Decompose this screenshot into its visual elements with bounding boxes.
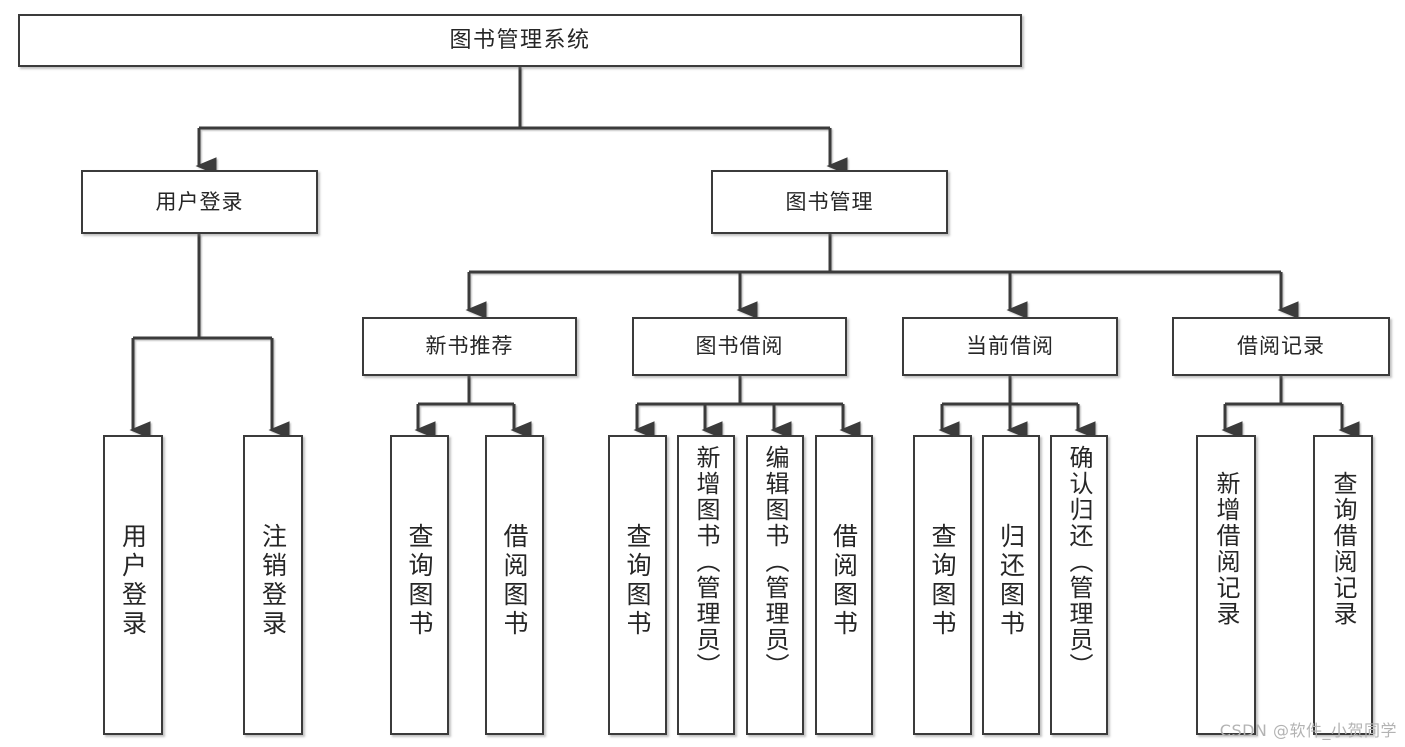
leaf-book-borrow-query-book[interactable]: 查询图书 <box>608 435 667 735</box>
node-label: 新增借阅记录 <box>1212 471 1240 627</box>
node-current-borrow[interactable]: 当前借阅 <box>902 317 1118 376</box>
node-book-management[interactable]: 图书管理 <box>711 170 948 234</box>
node-label: 用户登录 <box>118 523 148 639</box>
node-label: 图书管理 <box>785 189 874 214</box>
node-label: 图书借阅 <box>695 334 784 359</box>
node-label: 借阅图书 <box>829 523 859 639</box>
leaf-user-login-logout[interactable]: 注销登录 <box>243 435 303 735</box>
node-label: 注销登录 <box>258 523 288 639</box>
leaf-book-borrow-edit-book-admin[interactable]: 编辑图书（管理员） <box>746 435 804 735</box>
leaf-borrow-record-add-record[interactable]: 新增借阅记录 <box>1196 435 1256 735</box>
node-label: 确认归还（管理员） <box>1065 445 1093 679</box>
leaf-current-borrow-query-book[interactable]: 查询图书 <box>913 435 972 735</box>
node-label: 借阅记录 <box>1237 334 1325 359</box>
node-label: 当前借阅 <box>966 334 1054 359</box>
node-user-login[interactable]: 用户登录 <box>81 170 318 234</box>
leaf-new-book-query-book[interactable]: 查询图书 <box>390 435 449 735</box>
node-new-book-recommend[interactable]: 新书推荐 <box>362 317 577 376</box>
leaf-new-book-borrow-book[interactable]: 借阅图书 <box>485 435 544 735</box>
csdn-watermark: CSDN @软件_小贺同学 <box>1219 721 1397 740</box>
node-label: 编辑图书（管理员） <box>761 445 789 679</box>
node-label: 图书管理系统 <box>449 27 591 53</box>
node-label: 新书推荐 <box>425 334 514 359</box>
leaf-current-borrow-confirm-return-admin[interactable]: 确认归还（管理员） <box>1050 435 1108 735</box>
leaf-book-borrow-add-book-admin[interactable]: 新增图书（管理员） <box>677 435 735 735</box>
node-borrow-record[interactable]: 借阅记录 <box>1172 317 1390 376</box>
node-label: 归还图书 <box>996 523 1026 639</box>
leaf-user-login-login[interactable]: 用户登录 <box>103 435 163 735</box>
node-label: 查询图书 <box>623 523 652 639</box>
node-label: 查询借阅记录 <box>1329 471 1357 627</box>
leaf-book-borrow-borrow-book[interactable]: 借阅图书 <box>815 435 873 735</box>
node-book-borrow[interactable]: 图书借阅 <box>632 317 847 376</box>
node-root-system[interactable]: 图书管理系统 <box>18 14 1022 67</box>
node-label: 查询图书 <box>928 523 957 639</box>
leaf-current-borrow-return-book[interactable]: 归还图书 <box>982 435 1040 735</box>
node-label: 用户登录 <box>155 189 244 214</box>
node-label: 借阅图书 <box>500 523 529 639</box>
leaf-borrow-record-query-record[interactable]: 查询借阅记录 <box>1313 435 1373 735</box>
node-label: 新增图书（管理员） <box>692 445 720 679</box>
node-label: 查询图书 <box>405 523 434 639</box>
